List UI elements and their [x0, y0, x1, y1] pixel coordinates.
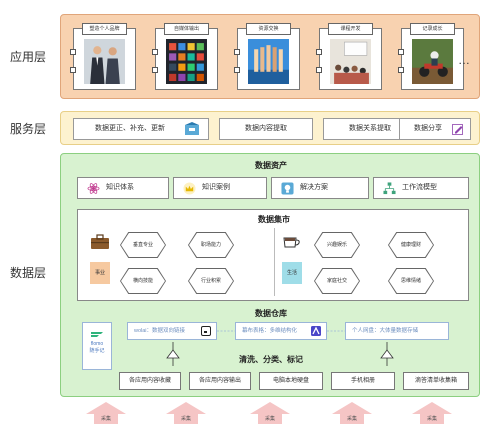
- source-label: 滴答清单收集箱: [414, 378, 457, 384]
- wolai-icon: [201, 326, 211, 336]
- app-icons-image: [166, 39, 207, 85]
- career-hex-workplace: 职场能力: [189, 233, 233, 257]
- app-card-resource-exchange[interactable]: 资源交换: [234, 23, 300, 90]
- career-hex-vertical: 垂直专业: [121, 233, 165, 257]
- flomo-box[interactable]: flomo 随手记: [82, 322, 112, 370]
- motorcycle-image: [412, 39, 453, 85]
- app-card-title: 记录成长: [410, 23, 455, 35]
- atom-icon: [87, 183, 100, 194]
- source-app-favorites[interactable]: 各应用内容收藏: [119, 372, 181, 390]
- service-update-label: 数据更正、补充、更新: [95, 125, 165, 132]
- career-tag: 事业: [90, 262, 110, 284]
- source-phone-album[interactable]: 手机相册: [331, 372, 395, 390]
- asset-knowledge-system[interactable]: 知识体系: [77, 177, 169, 199]
- asset-solutions[interactable]: 解决方案: [271, 177, 369, 199]
- app-card-personal-brand[interactable]: 塑造个人品牌: [70, 23, 136, 90]
- collect-label: 采集: [340, 414, 364, 424]
- crown-icon: [183, 182, 196, 195]
- box-icon: [185, 122, 199, 135]
- tool-mubu[interactable]: 幕布表格：多维结构化: [235, 322, 327, 340]
- asset-label: 知识体系: [106, 184, 134, 191]
- service-layer-band: 数据更正、补充、更新 数据内容提取 数据关系提取 数据分享: [60, 111, 480, 145]
- source-label: 各应用内容输出: [198, 378, 241, 384]
- life-hex-health: 健康理财: [389, 233, 433, 257]
- more-apps-ellipsis: …: [458, 53, 471, 67]
- life-hex-family: 家庭社交: [315, 269, 359, 293]
- collect-arrow: 采集: [250, 402, 290, 424]
- tool-label: wolai：数据双向链接: [134, 328, 186, 334]
- flowchart-icon: [383, 182, 396, 195]
- source-label: 电脑本地硬盘: [272, 378, 309, 384]
- service-content-extract[interactable]: 数据内容提取: [219, 118, 313, 140]
- collect-label: 采集: [420, 414, 444, 424]
- briefcase-icon: [91, 234, 109, 249]
- service-update[interactable]: 数据更正、补充、更新: [73, 118, 209, 140]
- career-hex-horizontal: 横向技能: [121, 269, 165, 293]
- classroom-image: [330, 39, 371, 85]
- hands-exchange-image: [248, 39, 289, 85]
- app-card-title: 塑造个人品牌: [82, 23, 127, 35]
- source-dida-inbox[interactable]: 滴答清单收集箱: [403, 372, 469, 390]
- app-card-course-dev[interactable]: 课程开发: [316, 23, 382, 90]
- life-tag: 生活: [282, 262, 302, 284]
- app-card-record-growth[interactable]: 记录成长: [398, 23, 464, 90]
- business-people-image: [84, 39, 125, 85]
- collect-label: 采集: [94, 414, 118, 424]
- source-label: 各应用内容收藏: [128, 378, 171, 384]
- flomo-logo-icon: [91, 332, 103, 337]
- tool-cloud-drive[interactable]: 个人网盘：大体量数据存储: [345, 322, 449, 340]
- source-local-disk[interactable]: 电脑本地硬盘: [259, 372, 323, 390]
- tool-wolai[interactable]: wolai：数据双向链接: [127, 322, 217, 340]
- service-share[interactable]: 数据分享: [399, 118, 471, 140]
- collect-arrow: 采集: [86, 402, 126, 424]
- mubu-icon: [311, 326, 321, 336]
- tool-label: 幕布表格：多维结构化: [242, 328, 298, 334]
- process-title: 清洗、分类、标记: [239, 355, 303, 364]
- flomo-name: flomo: [90, 341, 104, 347]
- source-app-output[interactable]: 各应用内容输出: [189, 372, 251, 390]
- asset-label: 知识案例: [202, 184, 230, 191]
- asset-workflow-model[interactable]: 工作流模型: [373, 177, 469, 199]
- app-card-title: 资源交换: [246, 23, 291, 35]
- data-mart-title: 数据集市: [258, 215, 290, 224]
- service-layer-label: 服务层: [10, 122, 47, 136]
- app-card-title: 自媒体输出: [164, 23, 209, 35]
- service-content-extract-label: 数据内容提取: [245, 125, 287, 132]
- app-layer-label: 应用层: [10, 50, 47, 64]
- career-hex-industry: 行业积累: [189, 269, 233, 293]
- collect-arrow: 采集: [412, 402, 452, 424]
- app-card-media-output[interactable]: 自媒体输出: [152, 23, 218, 90]
- life-hex-hobby: 兴趣娱乐: [315, 233, 359, 257]
- source-label: 手机相册: [350, 378, 375, 384]
- warehouse-connectors: [166, 330, 394, 366]
- app-card-title: 课程开发: [328, 23, 373, 35]
- edit-icon: [452, 124, 463, 135]
- collect-label: 采集: [174, 414, 198, 424]
- service-relation-extract-label: 数据关系提取: [349, 125, 391, 132]
- tool-label: 个人网盘：大体量数据存储: [352, 328, 419, 334]
- asset-label: 解决方案: [300, 184, 328, 191]
- data-mart: 数据集市 事业 垂直专业 职场能力 横向技能 行业积累 生活 兴趣娱乐 健康理财…: [77, 209, 469, 301]
- data-warehouse-title: 数据仓库: [255, 309, 287, 318]
- collect-arrow: 采集: [332, 402, 372, 424]
- data-assets-title: 数据资产: [255, 161, 287, 170]
- asset-knowledge-cases[interactable]: 知识案例: [173, 177, 267, 199]
- app-layer-band: 塑造个人品牌 自媒体输出 资源交换: [60, 14, 480, 99]
- service-share-label: 数据分享: [414, 125, 442, 132]
- bulb-icon: [281, 182, 294, 195]
- asset-label: 工作流模型: [402, 184, 437, 191]
- collect-label: 采集: [258, 414, 282, 424]
- data-layer-band: 数据资产 知识体系 知识案例 解决方案 工作流模型 数据集市: [60, 153, 480, 397]
- collect-arrow: 采集: [166, 402, 206, 424]
- coffee-cup-icon: [283, 237, 300, 248]
- life-hex-mind: 思维情绪: [389, 269, 433, 293]
- data-layer-label: 数据层: [10, 266, 47, 280]
- flomo-sub: 随手记: [89, 348, 105, 354]
